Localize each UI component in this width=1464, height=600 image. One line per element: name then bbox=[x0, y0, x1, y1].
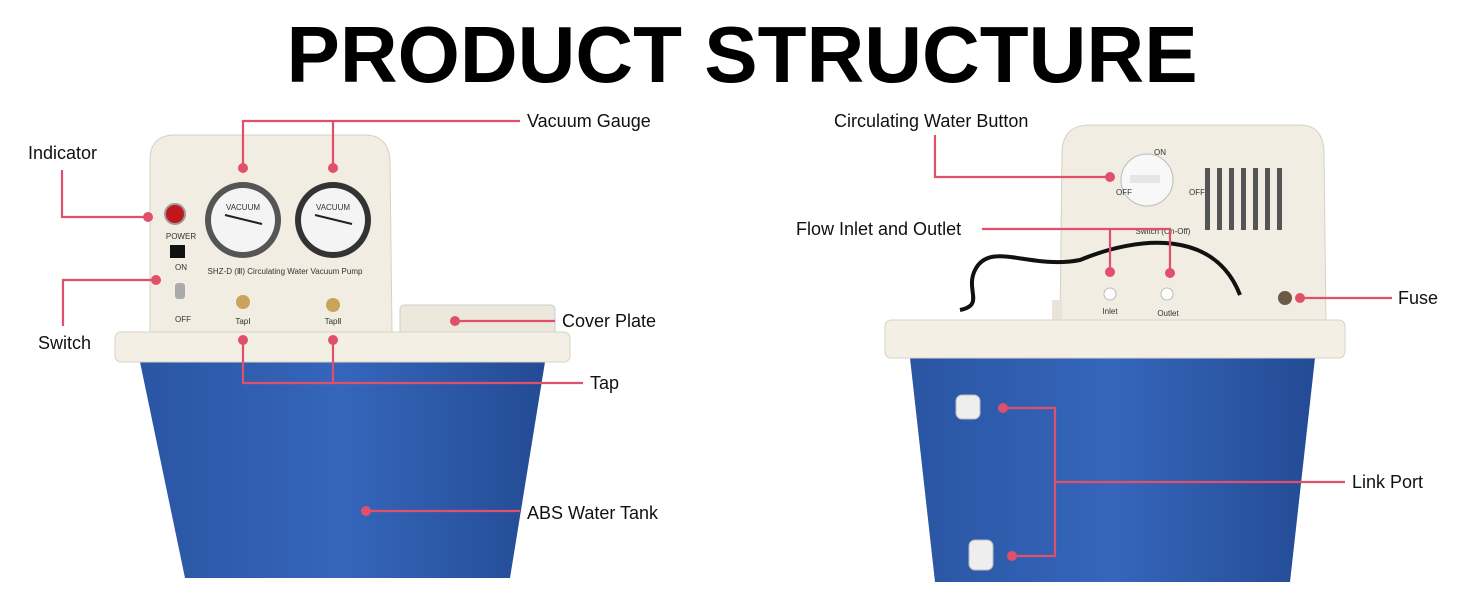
power-indicator-light bbox=[164, 203, 186, 225]
label-vacuum-gauge: Vacuum Gauge bbox=[527, 111, 651, 131]
fuse-hole bbox=[1278, 291, 1292, 305]
label-switch: Switch bbox=[38, 333, 91, 353]
tank-rim bbox=[114, 331, 571, 363]
tap2-text: TapⅡ bbox=[325, 317, 342, 326]
label-circulating-water-button: Circulating Water Button bbox=[834, 111, 1028, 131]
water-tank bbox=[140, 362, 545, 578]
outlet-text: Outlet bbox=[1157, 309, 1179, 318]
off-text: OFF bbox=[1189, 188, 1205, 197]
label-fuse: Fuse bbox=[1398, 288, 1438, 308]
link-port-upper bbox=[955, 394, 981, 420]
water-tank bbox=[910, 358, 1315, 582]
label-tap: Tap bbox=[590, 373, 619, 393]
link-port-lower bbox=[968, 539, 994, 571]
tap1-text: TapⅠ bbox=[235, 317, 250, 326]
label-abs-water-tank: ABS Water Tank bbox=[527, 503, 659, 523]
power-cord bbox=[959, 240, 1242, 312]
label-indicator: Indicator bbox=[28, 143, 97, 163]
gauge-label: VACUUM bbox=[226, 203, 260, 212]
switch-text: Switch (On-Off) bbox=[1136, 227, 1191, 236]
back-callouts: Circulating Water Button Flow Inlet and … bbox=[796, 111, 1438, 561]
tank-rim bbox=[884, 319, 1346, 359]
label-link-port: Link Port bbox=[1352, 472, 1423, 492]
model-text: SHZ-D (Ⅲ) Circulating Water Vacuum Pump bbox=[208, 267, 363, 276]
front-view-device: VACUUM VACUUM POWER ON OFF SHZ-D (Ⅲ) Cir… bbox=[114, 134, 571, 578]
front-callouts: Indicator Switch Vacuum Gauge Cover Plat… bbox=[28, 111, 659, 523]
power-text: POWER bbox=[166, 232, 196, 241]
vent-slots bbox=[1205, 168, 1282, 230]
page-title: PRODUCT STRUCTURE bbox=[286, 10, 1197, 99]
on-text: ON bbox=[1154, 148, 1166, 157]
off-text: OFF bbox=[175, 315, 191, 324]
tap-2 bbox=[326, 298, 340, 312]
inlet-text: Inlet bbox=[1102, 307, 1118, 316]
gauge-label: VACUUM bbox=[316, 203, 350, 212]
toggle-switch bbox=[175, 283, 185, 299]
outlet-port bbox=[1160, 287, 1174, 301]
label-cover-plate: Cover Plate bbox=[562, 311, 656, 331]
on-text: ON bbox=[175, 263, 187, 272]
back-view-device: ON OFF OFF Switch (On-Off) Inlet Outlet bbox=[884, 124, 1346, 582]
inlet-port bbox=[1103, 287, 1117, 301]
tap-1 bbox=[236, 295, 250, 309]
fuse-holder bbox=[170, 245, 185, 258]
label-flow-inlet-outlet: Flow Inlet and Outlet bbox=[796, 219, 961, 239]
off-text: OFF bbox=[1116, 188, 1132, 197]
